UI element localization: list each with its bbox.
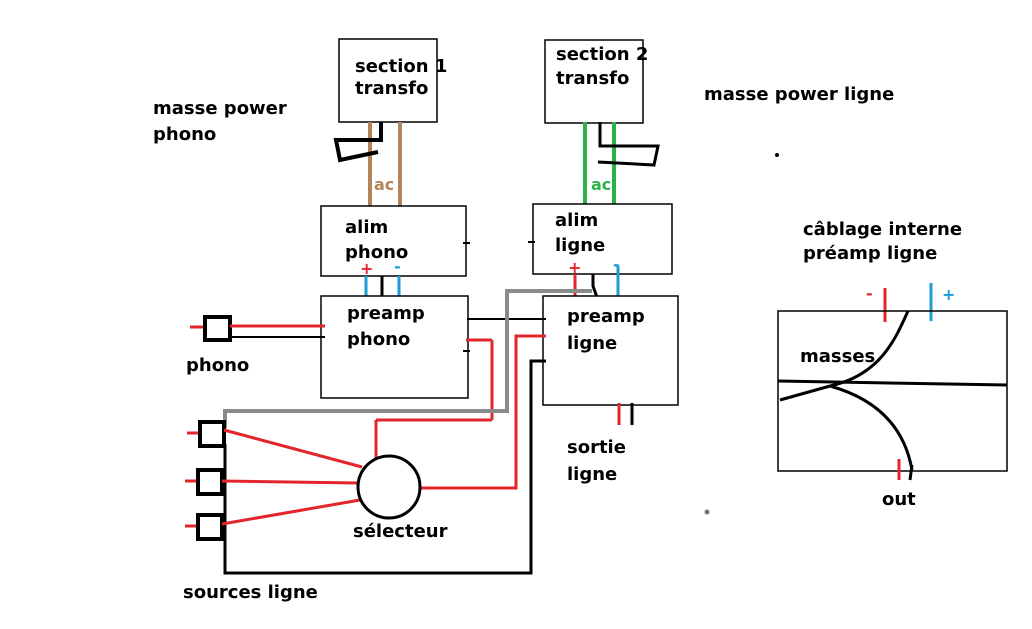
ground-loop-ligne xyxy=(597,122,660,167)
preamp-phono-sublabel: phono xyxy=(347,329,410,350)
internal-out-ground-pin xyxy=(908,464,914,481)
stray-dot-1 xyxy=(775,153,779,157)
plus-sign-phono: + xyxy=(360,259,373,278)
preamp-phono-label: preamp xyxy=(347,303,425,324)
cablage-label: câblage interne xyxy=(803,219,962,240)
source1-to-selector-wire xyxy=(223,428,363,469)
masse-power-ligne-label: masse power ligne xyxy=(704,84,894,105)
sortie-sublabel: ligne xyxy=(567,464,617,485)
section1-label: section 1 xyxy=(355,56,447,77)
ligne-ground-return-wire xyxy=(223,359,546,575)
alim-phono-label: alim xyxy=(345,217,388,238)
masses-label: masses xyxy=(800,346,875,367)
cablage-sublabel: préamp ligne xyxy=(803,243,937,264)
ac-label-phono: ac xyxy=(374,175,394,194)
minus-sign-ligne: - xyxy=(613,255,620,274)
preamp-ligne-sublabel: ligne xyxy=(567,333,617,354)
ac-label-ligne: ac xyxy=(591,175,611,194)
phono-jack xyxy=(203,315,232,342)
section1-sublabel: transfo xyxy=(355,78,428,99)
source-jack-3 xyxy=(196,513,224,541)
internal-ground-wire-lower xyxy=(829,384,914,471)
selector-label: sélecteur xyxy=(353,521,448,542)
source-jack-2 xyxy=(196,468,224,496)
plus-sign-ligne: + xyxy=(568,258,581,277)
masse-power-phono-label: masse power xyxy=(153,98,287,119)
selector-knob xyxy=(356,454,422,520)
alim-ligne-sublabel: ligne xyxy=(555,235,605,256)
masse-power-phono-sublabel: phono xyxy=(153,124,216,145)
section2-label: section 2 xyxy=(556,44,648,65)
section2-transfo-box xyxy=(544,39,644,124)
ground-loop-phono xyxy=(333,122,383,163)
internal-ground-wire-left xyxy=(779,384,831,402)
out-label: out xyxy=(882,489,916,510)
internal-ground-wire-upper xyxy=(829,310,910,388)
alim-ligne-box xyxy=(532,203,673,275)
sources-ligne-label: sources ligne xyxy=(183,582,318,603)
source3-to-selector-wire xyxy=(221,498,361,526)
section2-sublabel: transfo xyxy=(556,68,629,89)
alim-phono-box xyxy=(320,205,467,277)
source-jack-1 xyxy=(198,420,226,448)
stray-dot-2 xyxy=(704,509,710,515)
internal-plus-sign: + xyxy=(942,285,955,304)
internal-ground-bus xyxy=(777,379,1008,387)
minus-sign-phono: - xyxy=(394,257,401,276)
internal-board-box xyxy=(777,310,1008,472)
phono-label: phono xyxy=(186,355,249,376)
source2-to-selector-wire xyxy=(221,479,359,485)
sortie-label: sortie xyxy=(567,437,626,458)
preamp-ligne-box xyxy=(542,295,679,406)
alim-ligne-label: alim xyxy=(555,210,598,231)
preamp-phono-box xyxy=(320,295,469,399)
alim-phono-sublabel: phono xyxy=(345,242,408,263)
selector-to-ligne-wire xyxy=(420,334,546,490)
internal-minus-sign: - xyxy=(866,284,873,303)
section1-transfo-box xyxy=(338,38,438,123)
ground-bus-wire xyxy=(223,289,592,428)
preamp-ligne-label: preamp xyxy=(567,306,645,327)
